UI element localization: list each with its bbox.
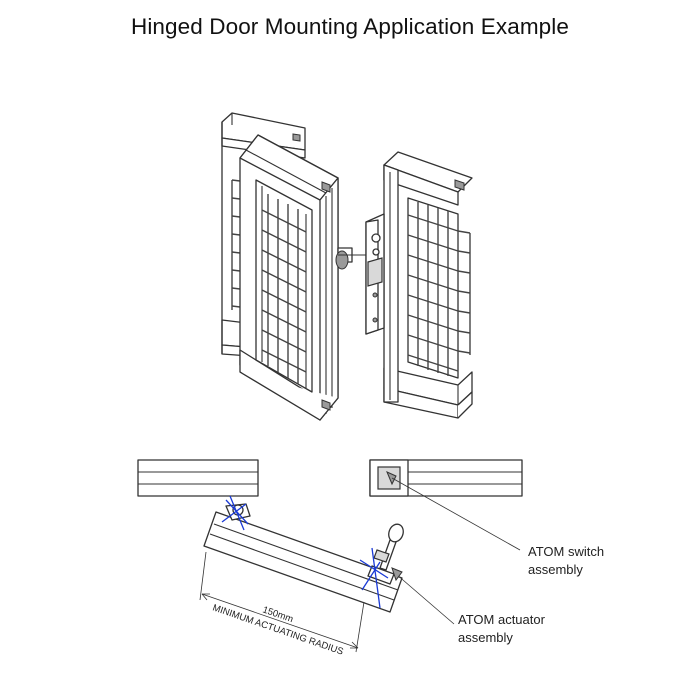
switch-label-line2: assembly bbox=[528, 562, 583, 577]
leader-lines bbox=[391, 477, 521, 625]
fixed-frame bbox=[383, 151, 473, 419]
centerlines bbox=[221, 495, 389, 609]
atom-switch-iso bbox=[365, 213, 385, 335]
radius-dimension bbox=[199, 551, 365, 653]
switch-label-line1: ATOM switch bbox=[528, 544, 604, 559]
actuator-pin bbox=[373, 523, 404, 571]
plan-left-profile bbox=[137, 459, 259, 497]
isometric-door-view bbox=[221, 112, 473, 421]
door-handle-actuator bbox=[335, 247, 366, 270]
plan-right-profile bbox=[369, 459, 523, 497]
plan-door-profile bbox=[203, 503, 403, 613]
actuator-label-line1: ATOM actuator bbox=[458, 612, 546, 627]
plan-view bbox=[137, 459, 523, 653]
actuator-label-line2: assembly bbox=[458, 630, 513, 645]
hinged-door bbox=[239, 134, 339, 421]
page-title: Hinged Door Mounting Application Example bbox=[130, 14, 569, 39]
